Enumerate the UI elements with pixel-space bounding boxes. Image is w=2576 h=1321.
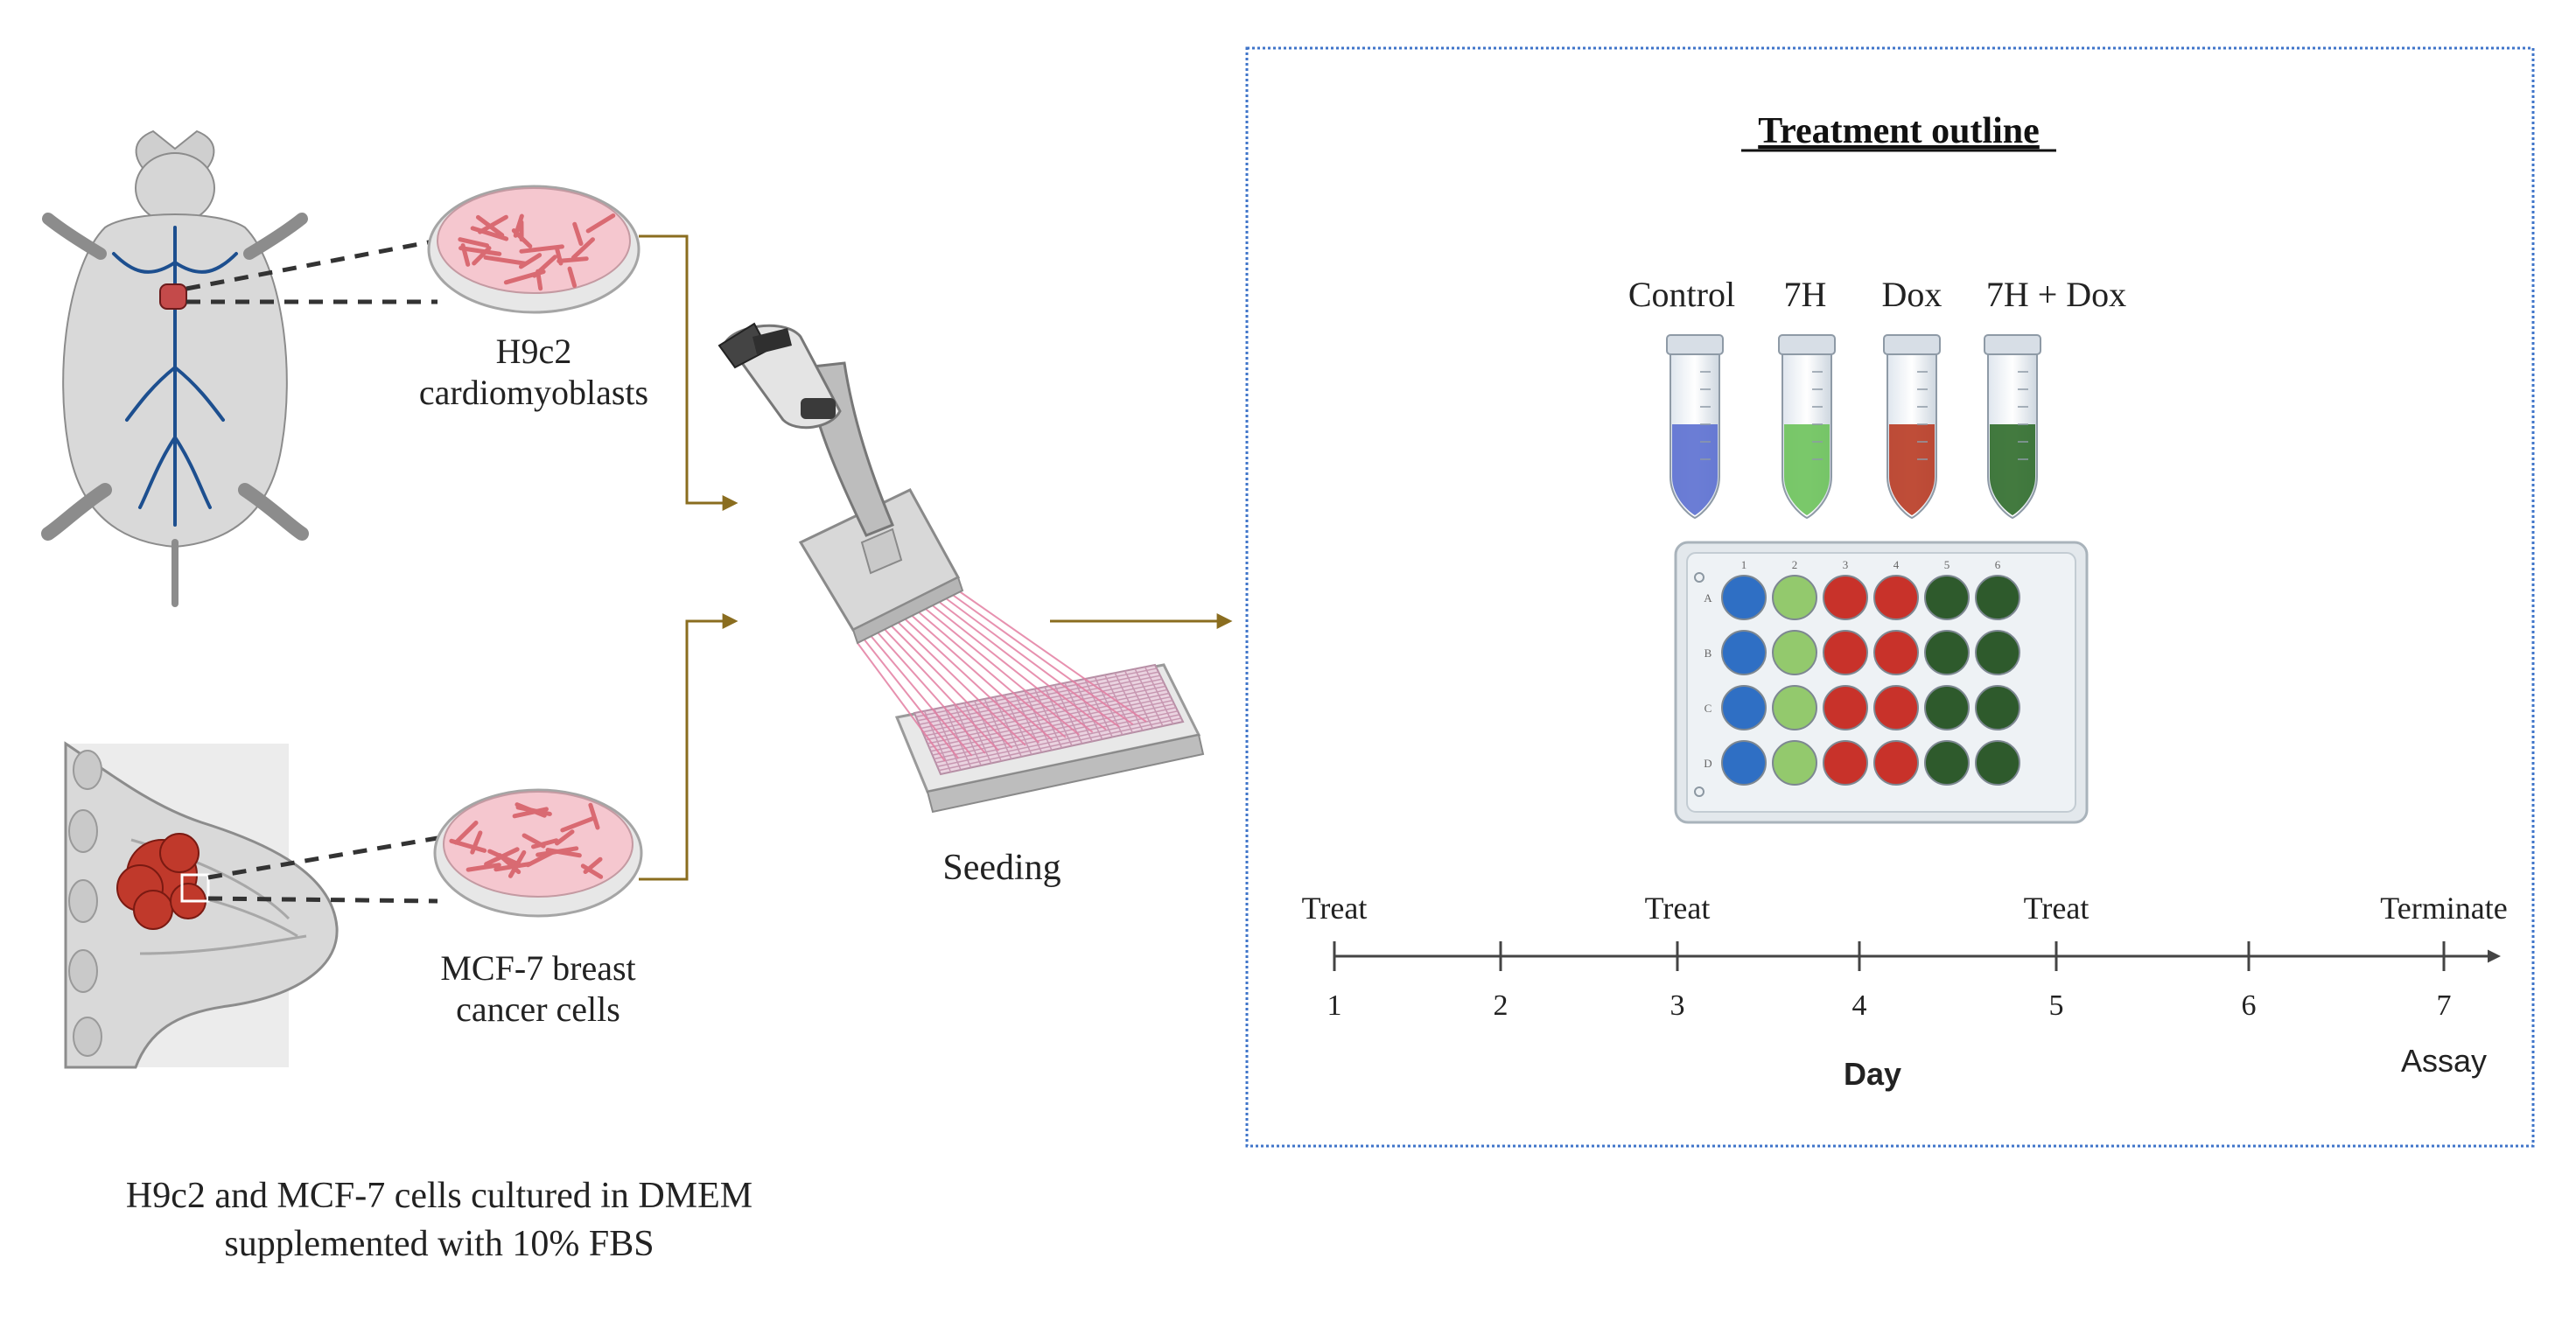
timeline-day-label: 6 xyxy=(2242,989,2257,1022)
plate-column-label: 5 xyxy=(1944,558,1950,571)
mcf7-culture-dish xyxy=(435,790,641,916)
well-A2 xyxy=(1773,576,1816,619)
well-A5 xyxy=(1925,576,1969,619)
mcf7-label-line1: MCF-7 breast xyxy=(440,948,635,988)
h9c2-culture-dish xyxy=(429,186,639,312)
well-plate: 1 2 3 4 5 6 A B C D xyxy=(1676,542,2087,822)
group-label-7h-dox: 7H + Dox xyxy=(1986,275,2126,314)
timeline-day-label: 1 xyxy=(1327,989,1342,1022)
group-label-control: Control xyxy=(1628,275,1735,314)
well-B4 xyxy=(1874,631,1918,674)
timeline-event-label: Terminate xyxy=(2380,891,2507,926)
treatment-timeline: 1 2 3 4 5 6 7 Treat Treat Treat Terminate xyxy=(1302,891,2508,1022)
plate-row-label: C xyxy=(1704,702,1712,715)
well-D5 xyxy=(1925,741,1969,785)
well-B2 xyxy=(1773,631,1816,674)
plate-column-label: 3 xyxy=(1843,558,1849,571)
well-D2 xyxy=(1773,741,1816,785)
plate-column-label: 2 xyxy=(1792,558,1798,571)
caption-line1: H9c2 and MCF-7 cells cultured in DMEM xyxy=(126,1176,752,1216)
timeline-day-label: 4 xyxy=(1852,989,1867,1022)
plate-column-label: 1 xyxy=(1741,558,1747,571)
plate-row-label: D xyxy=(1704,757,1712,770)
timeline-day-label: 2 xyxy=(1494,989,1508,1022)
timeline-axis-label: Day xyxy=(1844,1056,1901,1092)
arrow-mcf7-to-seeding xyxy=(639,621,735,879)
mcf7-label-line2: cancer cells xyxy=(456,989,620,1029)
pipette-tip xyxy=(858,643,945,761)
tube-7h-dox xyxy=(1984,335,2040,518)
treatment-title: Treatment outline xyxy=(1758,111,2040,151)
well-D3 xyxy=(1824,741,1867,785)
well-C6 xyxy=(1976,686,2020,730)
treatment-tubes xyxy=(1667,335,2040,518)
breast-illustration xyxy=(66,744,337,1067)
well-C2 xyxy=(1773,686,1816,730)
well-A1 xyxy=(1722,576,1766,619)
well-B3 xyxy=(1824,631,1867,674)
h9c2-label-line2: cardiomyoblasts xyxy=(419,373,648,412)
plate-row-label: B xyxy=(1704,647,1712,660)
well-C4 xyxy=(1874,686,1918,730)
well-A6 xyxy=(1976,576,2020,619)
tube-7h xyxy=(1779,335,1835,518)
well-C5 xyxy=(1925,686,1969,730)
well-B6 xyxy=(1976,631,2020,674)
timeline-day-label: 5 xyxy=(2049,989,2064,1022)
well-D6 xyxy=(1976,741,2020,785)
well-B1 xyxy=(1722,631,1766,674)
timeline-event-label: Treat xyxy=(1645,891,1711,926)
arrow-h9c2-to-seeding xyxy=(639,236,735,503)
plate-column-label: 6 xyxy=(1995,558,2001,571)
well-C1 xyxy=(1722,686,1766,730)
group-label-dox: Dox xyxy=(1882,275,1942,314)
group-label-7h: 7H xyxy=(1784,275,1827,314)
timeline-event-label: Treat xyxy=(2024,891,2090,926)
tube-control xyxy=(1667,335,1723,518)
seeding-label: Seeding xyxy=(942,848,1060,888)
caption-line2: supplemented with 10% FBS xyxy=(224,1224,654,1264)
well-A3 xyxy=(1824,576,1867,619)
well-C3 xyxy=(1824,686,1867,730)
timeline-day-label: 3 xyxy=(1670,989,1685,1022)
timeline-event-label: Treat xyxy=(1302,891,1368,926)
well-A4 xyxy=(1874,576,1918,619)
plate-row-label: A xyxy=(1704,591,1712,605)
tube-dox xyxy=(1884,335,1940,518)
pipette-and-plate-illustration xyxy=(719,324,1203,812)
h9c2-label-line1: H9c2 xyxy=(496,332,572,371)
well-D4 xyxy=(1874,741,1918,785)
assay-label: Assay xyxy=(2401,1043,2487,1079)
well-B5 xyxy=(1925,631,1969,674)
plate-column-label: 4 xyxy=(1894,558,1900,571)
well-D1 xyxy=(1722,741,1766,785)
timeline-day-label: 7 xyxy=(2437,989,2452,1022)
rat-illustration xyxy=(48,131,302,604)
